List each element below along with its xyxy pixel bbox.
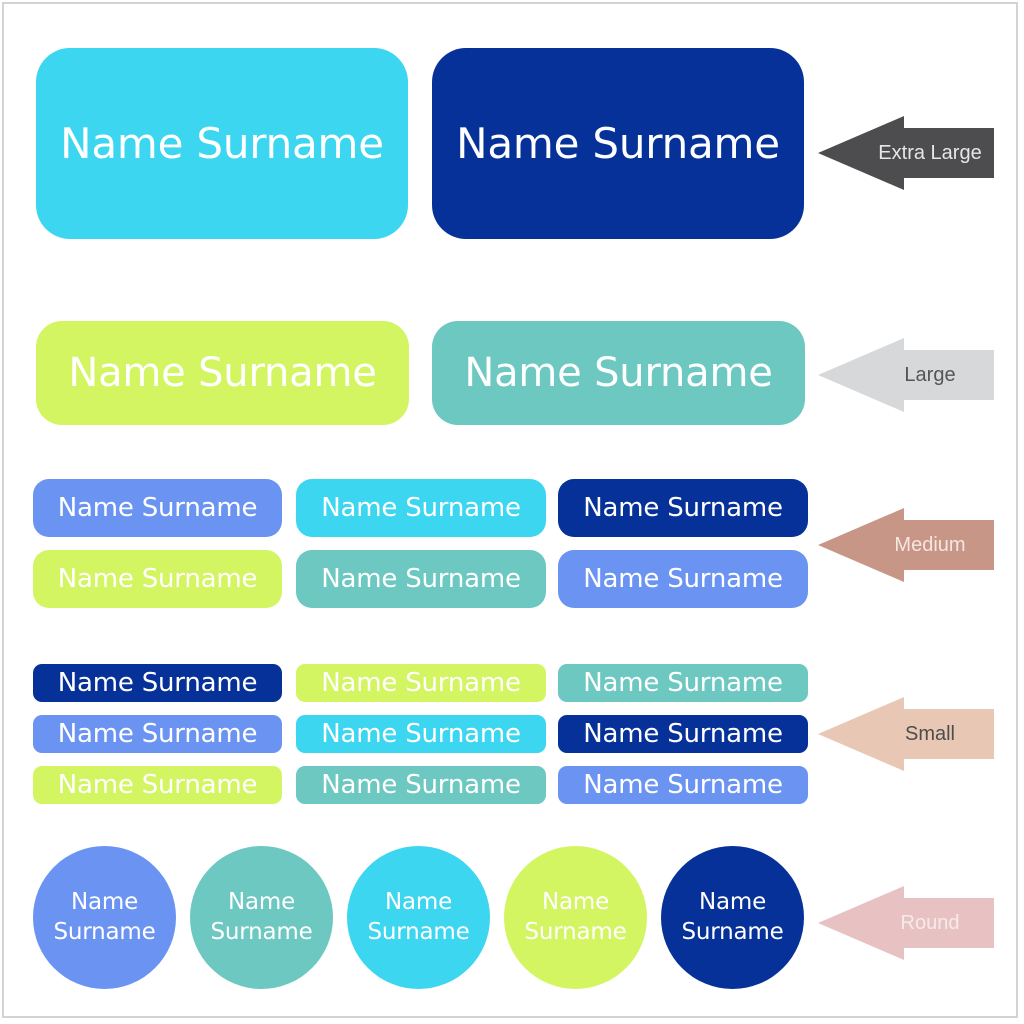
extra-large-label-cyan: Name Surname [36,48,408,239]
extra-large-caption: Extra Large [878,141,982,164]
label-text: Name Surname [57,564,258,594]
large-caption: Large [904,363,956,386]
label-text: Name Surname [583,564,783,594]
label-text: Name Surname [464,350,773,396]
label-text: Name Surname [583,719,783,749]
round-name: Name [541,888,610,915]
small-label: Name Surname [558,664,808,702]
label-text: Name Surname [57,668,258,698]
extra-large-label-navy: Name Surname [432,48,804,239]
round-surname: Surname [367,918,470,945]
label-text: Name Surname [583,770,783,800]
medium-label: Name Surname [296,550,546,608]
label-text: Name Surname [583,493,783,523]
medium-label: Name Surname [33,550,282,608]
large-label-lime: Name Surname [36,321,409,425]
medium-arrow: Medium [818,508,994,582]
small-label: Name Surname [33,715,282,753]
medium-caption: Medium [894,533,966,556]
medium-label: Name Surname [558,479,808,537]
round-label: Name Surname [347,846,490,989]
label-text: Name Surname [321,719,521,749]
small-arrow: Small [818,697,994,771]
round-label: Name Surname [33,846,176,989]
small-label: Name Surname [558,766,808,804]
label-text: Name Surname [57,719,258,749]
large-arrow: Large [818,338,994,412]
round-name: Name [70,888,139,915]
label-text: Name Surname [321,668,521,698]
label-text: Name Surname [57,770,258,800]
round-label: Name Surname [661,846,804,989]
small-label: Name Surname [296,766,546,804]
round-arrow: Round [818,886,994,960]
round-name: Name [384,888,453,915]
round-surname: Surname [681,918,784,945]
extra-large-arrow: Extra Large [818,116,994,190]
label-text: Name Surname [321,493,521,523]
round-surname: Surname [210,918,313,945]
small-label: Name Surname [296,715,546,753]
small-label: Name Surname [558,715,808,753]
small-label: Name Surname [33,766,282,804]
round-name: Name [698,888,767,915]
label-text: Name Surname [321,770,521,800]
medium-label: Name Surname [296,479,546,537]
label-text: Name Surname [68,350,377,396]
small-caption: Small [904,722,955,745]
label-text: Name Surname [583,668,783,698]
round-name: Name [227,888,296,915]
round-caption: Round [900,911,960,934]
round-label: Name Surname [190,846,333,989]
small-label: Name Surname [296,664,546,702]
label-text: Name Surname [456,119,780,168]
label-text: Name Surname [57,493,258,523]
round-surname: Surname [53,918,156,945]
medium-label: Name Surname [33,479,282,537]
large-label-teal: Name Surname [432,321,805,425]
small-label: Name Surname [33,664,282,702]
label-text: Name Surname [60,119,384,168]
label-text: Name Surname [321,564,521,594]
round-label: Name Surname [504,846,647,989]
medium-label: Name Surname [558,550,808,608]
round-surname: Surname [524,918,627,945]
